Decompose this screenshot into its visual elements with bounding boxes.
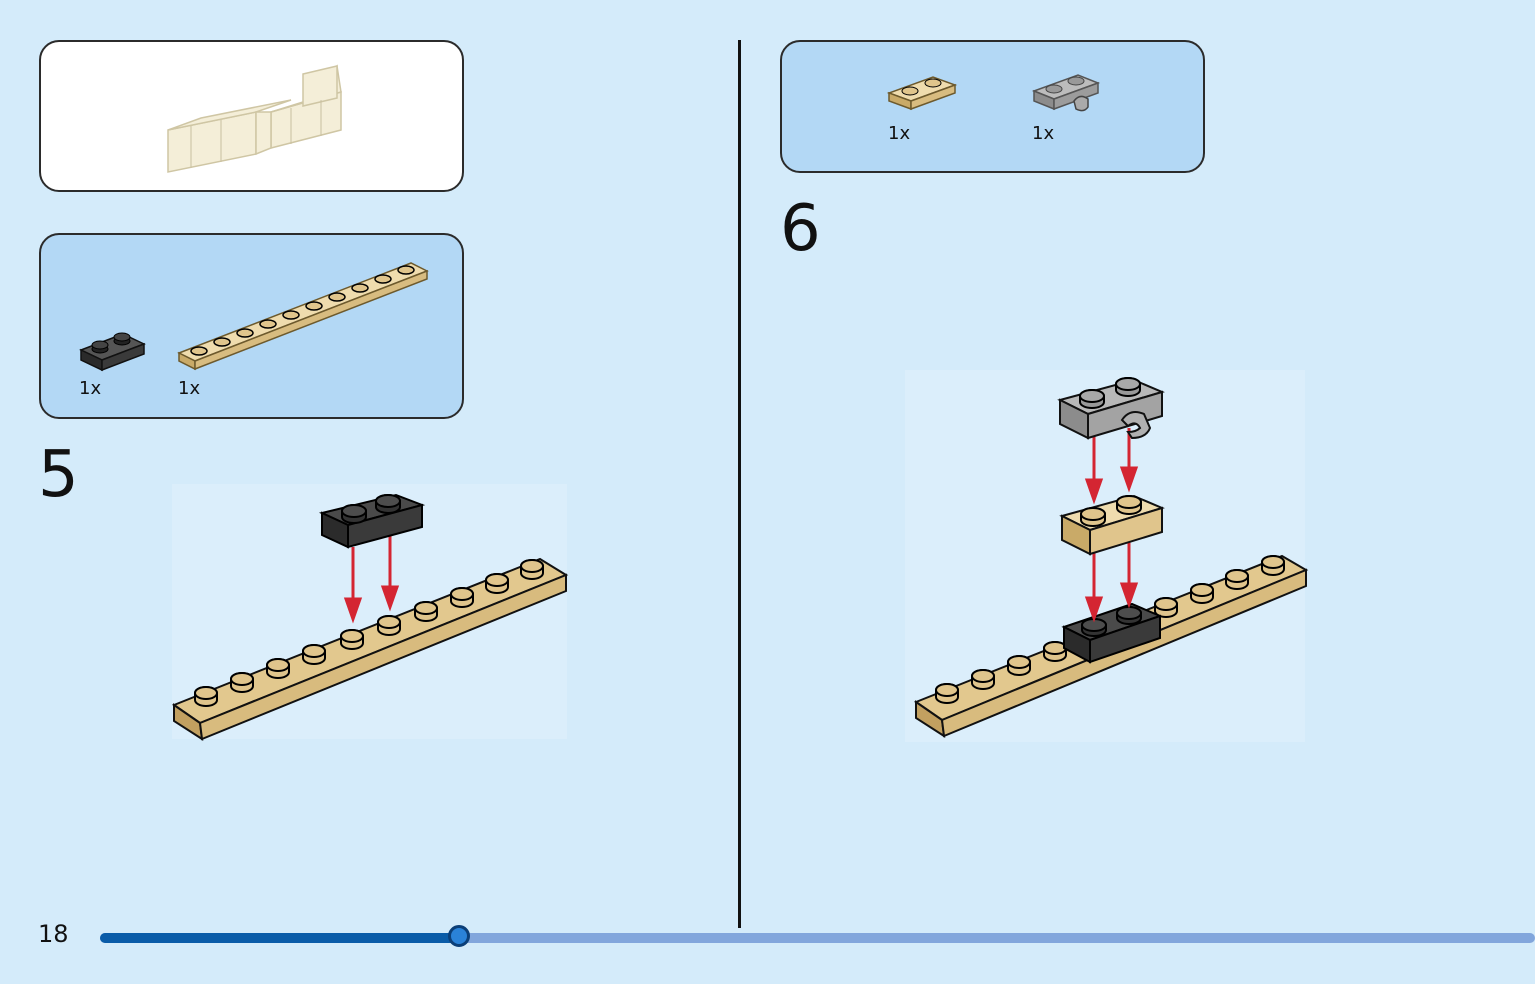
tan-plate-1x10-icon [177,262,429,371]
step-number: 6 [780,192,821,266]
progress-indicator [448,925,470,947]
tan-brick-submodel-icon [167,64,342,173]
step-number: 5 [38,438,79,512]
step-5-assembly-illustration [171,493,569,741]
part-qty: 1x [178,378,201,399]
part-qty: 1x [79,378,102,399]
page-divider [738,40,741,928]
part-qty: 1x [1032,123,1055,144]
parts-list-step-5: 1x 1x [39,233,464,419]
progress-track [100,933,1535,943]
black-plate-1x2-icon [79,332,146,372]
step-6-assembly-illustration [913,377,1309,738]
parts-list-step-6: 1x 1x [780,40,1205,173]
tan-plate-1x2-icon [886,76,958,111]
page-number: 18 [38,920,69,948]
progress-fill [100,933,459,943]
part-qty: 1x [888,123,911,144]
gray-clip-plate-icon [1031,74,1101,112]
submodel-preview-box [39,40,464,192]
